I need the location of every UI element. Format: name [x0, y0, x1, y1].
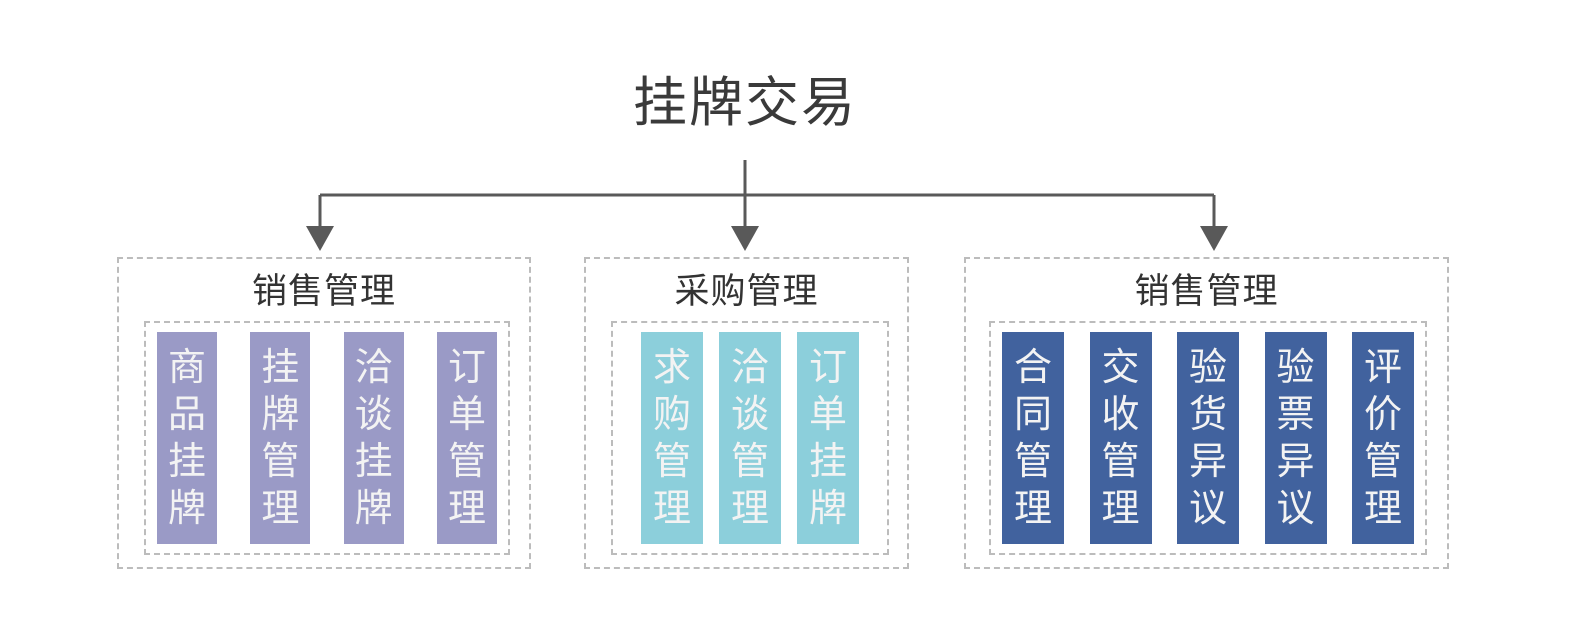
item-card[interactable]: 挂牌管理 — [250, 332, 311, 544]
item-label-glyph: 收 — [1101, 392, 1140, 436]
item-label-glyph: 理 — [447, 486, 486, 530]
arrowhead-left-icon — [306, 226, 334, 251]
group-box-purchase-listing[interactable]: 采购管理 求购管理 洽谈管理 订单挂牌 — [584, 257, 909, 569]
item-label-glyph: 挂 — [167, 439, 206, 483]
item-label-glyph: 异 — [1188, 439, 1227, 483]
group-items-container: 合同管理 交收管理 验货异议 验票异议 评价管理 — [989, 321, 1427, 555]
group-box-sales-fulfillment[interactable]: 销售管理 合同管理 交收管理 验货异议 验票异议 评价管理 — [964, 257, 1449, 569]
item-card[interactable]: 评价管理 — [1352, 332, 1414, 544]
item-label-glyph: 管 — [1363, 439, 1402, 483]
item-label-glyph: 管 — [652, 439, 691, 483]
item-label-glyph: 牌 — [261, 392, 300, 436]
item-label-glyph: 洽 — [730, 345, 769, 389]
item-card[interactable]: 订单挂牌 — [797, 332, 859, 544]
item-label-glyph: 单 — [447, 392, 486, 436]
item-card[interactable]: 洽谈管理 — [719, 332, 781, 544]
item-label-glyph: 票 — [1276, 392, 1315, 436]
item-label-glyph: 挂 — [808, 439, 847, 483]
item-label-glyph: 评 — [1363, 345, 1402, 389]
item-label-glyph: 单 — [808, 392, 847, 436]
item-label-glyph: 理 — [730, 486, 769, 530]
root-node-title: 挂牌交易 — [633, 71, 857, 134]
group-title: 销售管理 — [1134, 272, 1279, 312]
item-label-glyph: 议 — [1276, 486, 1315, 530]
group-box-sales-listing[interactable]: 销售管理 商品挂牌 挂牌管理 洽谈挂牌 订单管理 — [117, 257, 531, 569]
item-label-glyph: 挂 — [354, 439, 393, 483]
item-card[interactable]: 验货异议 — [1177, 332, 1239, 544]
item-label-glyph: 议 — [1188, 486, 1227, 530]
item-label-glyph: 异 — [1276, 439, 1315, 483]
item-label-glyph: 同 — [1013, 392, 1052, 436]
group-title: 销售管理 — [251, 272, 396, 312]
item-label-glyph: 求 — [652, 345, 691, 389]
item-label-glyph: 验 — [1276, 345, 1315, 389]
item-card[interactable]: 洽谈挂牌 — [343, 332, 404, 544]
arrowhead-right-icon — [1200, 226, 1228, 251]
item-card[interactable]: 交收管理 — [1089, 332, 1152, 544]
item-label-glyph: 管 — [1013, 439, 1052, 483]
item-card[interactable]: 求购管理 — [641, 332, 703, 544]
item-label-glyph: 验 — [1188, 345, 1227, 389]
item-label-glyph: 挂 — [261, 345, 300, 389]
item-label-glyph: 牌 — [808, 486, 847, 530]
item-label-glyph: 理 — [1013, 486, 1052, 530]
item-label-glyph: 订 — [447, 345, 486, 389]
arrowhead-center-icon — [731, 226, 759, 251]
item-label-glyph: 品 — [167, 392, 206, 436]
item-label-glyph: 牌 — [167, 486, 206, 530]
item-label-glyph: 订 — [808, 345, 847, 389]
item-label-glyph: 价 — [1363, 392, 1402, 436]
item-label-glyph: 管 — [730, 439, 769, 483]
item-label-glyph: 理 — [1363, 486, 1402, 530]
group-items-container: 求购管理 洽谈管理 订单挂牌 — [611, 321, 889, 555]
item-label-glyph: 交 — [1101, 345, 1140, 389]
item-label-glyph: 理 — [261, 486, 300, 530]
item-label-glyph: 货 — [1188, 392, 1227, 436]
item-label-glyph: 牌 — [354, 486, 393, 530]
item-label-glyph: 谈 — [730, 392, 769, 436]
item-card[interactable]: 订单管理 — [436, 332, 497, 544]
item-label-glyph: 谈 — [354, 392, 393, 436]
item-card[interactable]: 商品挂牌 — [157, 332, 217, 544]
item-label-glyph: 管 — [1101, 439, 1140, 483]
item-label-glyph: 购 — [652, 392, 691, 436]
item-label-glyph: 管 — [261, 439, 300, 483]
item-label-glyph: 理 — [1101, 486, 1140, 530]
item-card[interactable]: 合同管理 — [1002, 332, 1064, 544]
group-items-container: 商品挂牌 挂牌管理 洽谈挂牌 订单管理 — [144, 321, 510, 555]
item-label-glyph: 洽 — [354, 345, 393, 389]
item-label-glyph: 管 — [447, 439, 486, 483]
group-title: 采购管理 — [674, 272, 819, 312]
item-card[interactable]: 验票异议 — [1264, 332, 1327, 544]
item-label-glyph: 理 — [652, 486, 691, 530]
item-label-glyph: 商 — [167, 345, 206, 389]
item-label-glyph: 合 — [1013, 345, 1052, 389]
